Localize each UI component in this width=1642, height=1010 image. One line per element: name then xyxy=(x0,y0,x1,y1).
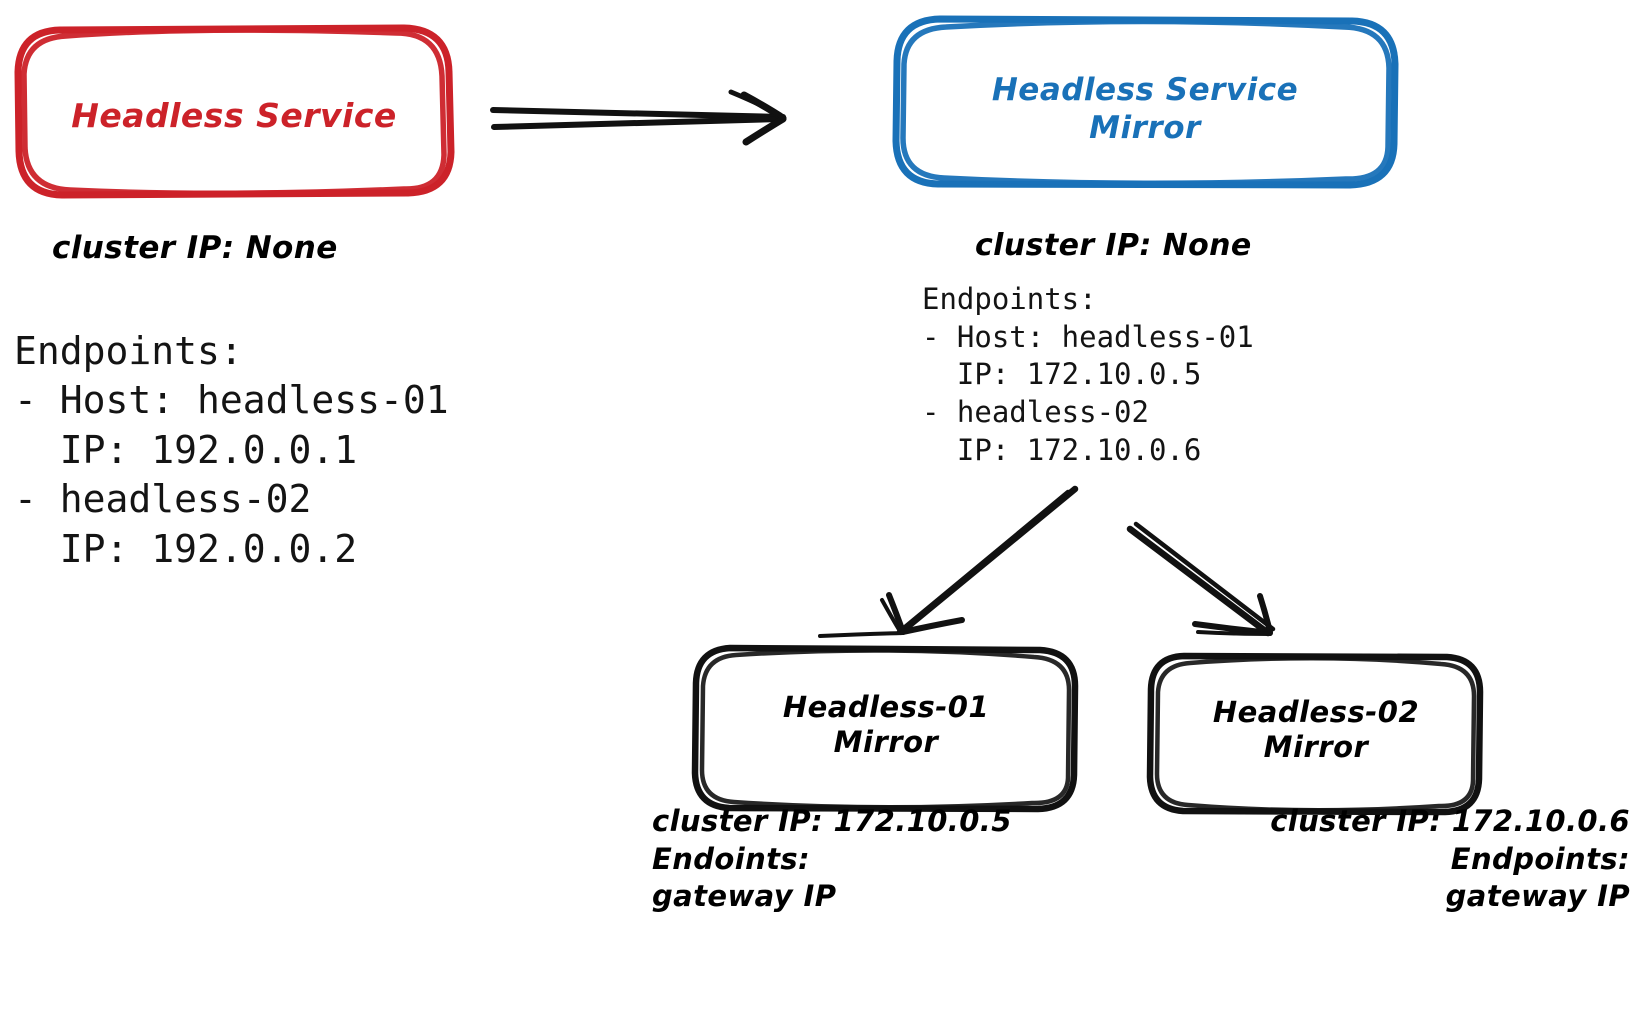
mirror-service-box-stroke-b xyxy=(900,18,1392,187)
arrow-pod02-shaft-b xyxy=(1133,521,1276,632)
mirror-service-box[interactable] xyxy=(892,15,1399,189)
mirror-pod-02-box-stroke-a xyxy=(1146,652,1484,816)
arrow-head-upper-barb xyxy=(740,91,787,122)
mirror-pod-02-label: Headless-02 Mirror xyxy=(1212,695,1420,765)
arrow-pod01-shaft-b xyxy=(896,489,1071,635)
source-service-box-stroke-a xyxy=(14,24,455,199)
mirror-pod-02-box-stroke-b xyxy=(1154,656,1477,813)
mirror-pod-01-label: Headless-01 Mirror xyxy=(782,690,990,760)
arrow-mirror-to-pod-02 xyxy=(1126,521,1276,637)
arrow-shaft-upper xyxy=(490,107,786,120)
mirror-pod-01-box[interactable] xyxy=(691,644,1079,813)
arrow-pod02-barb-up xyxy=(1257,593,1273,635)
mirror-pod-01-caption: cluster IP: 172.10.0.5 Endoints: gateway… xyxy=(652,804,1012,914)
arrow-head-lower-barb xyxy=(742,115,787,146)
mirror-service-cluster-ip-caption: cluster IP: None xyxy=(975,228,1252,263)
mirror-endpoints-block: Endpoints: - Host: headless-01 IP: 172.1… xyxy=(922,282,1254,467)
source-service-box-stroke-b xyxy=(21,27,447,197)
arrow-pod01-shaft-a xyxy=(902,485,1079,632)
source-service-box[interactable] xyxy=(14,24,455,199)
mirror-pod-01-box-stroke-a xyxy=(691,644,1079,813)
mirror-pod-02-box[interactable] xyxy=(1146,652,1484,816)
mirror-pod-02-caption: cluster IP: 172.10.0.6 Endpoints: gatewa… xyxy=(1270,804,1630,914)
mirror-service-label: Headless Service Mirror xyxy=(991,72,1299,146)
arrow-pod01-barb-tail xyxy=(818,631,905,638)
arrow-shaft-lower xyxy=(491,116,784,130)
arrow-mirror-to-pod-01 xyxy=(818,485,1079,638)
arrow-pod01-barb-right xyxy=(900,617,965,635)
arrow-pod02-shaft-a xyxy=(1126,525,1272,637)
arrow-source-to-mirror xyxy=(490,89,787,146)
mirror-pod-01-box-stroke-b xyxy=(699,648,1072,810)
arrow-pod01-barb-left-2 xyxy=(880,598,903,635)
mirror-service-box-stroke-a xyxy=(892,15,1399,189)
source-service-cluster-ip-caption: cluster IP: None xyxy=(52,230,338,266)
arrow-pod02-barb-left xyxy=(1192,621,1273,636)
source-endpoints-block: Endpoints: - Host: headless-01 IP: 192.0… xyxy=(14,329,449,571)
arrow-pod01-barb-left xyxy=(886,592,906,635)
arrow-pod02-barb-left-2 xyxy=(1196,630,1272,636)
arrow-head-upper-barb-2 xyxy=(728,89,783,118)
source-service-label: Headless Service xyxy=(71,96,397,135)
